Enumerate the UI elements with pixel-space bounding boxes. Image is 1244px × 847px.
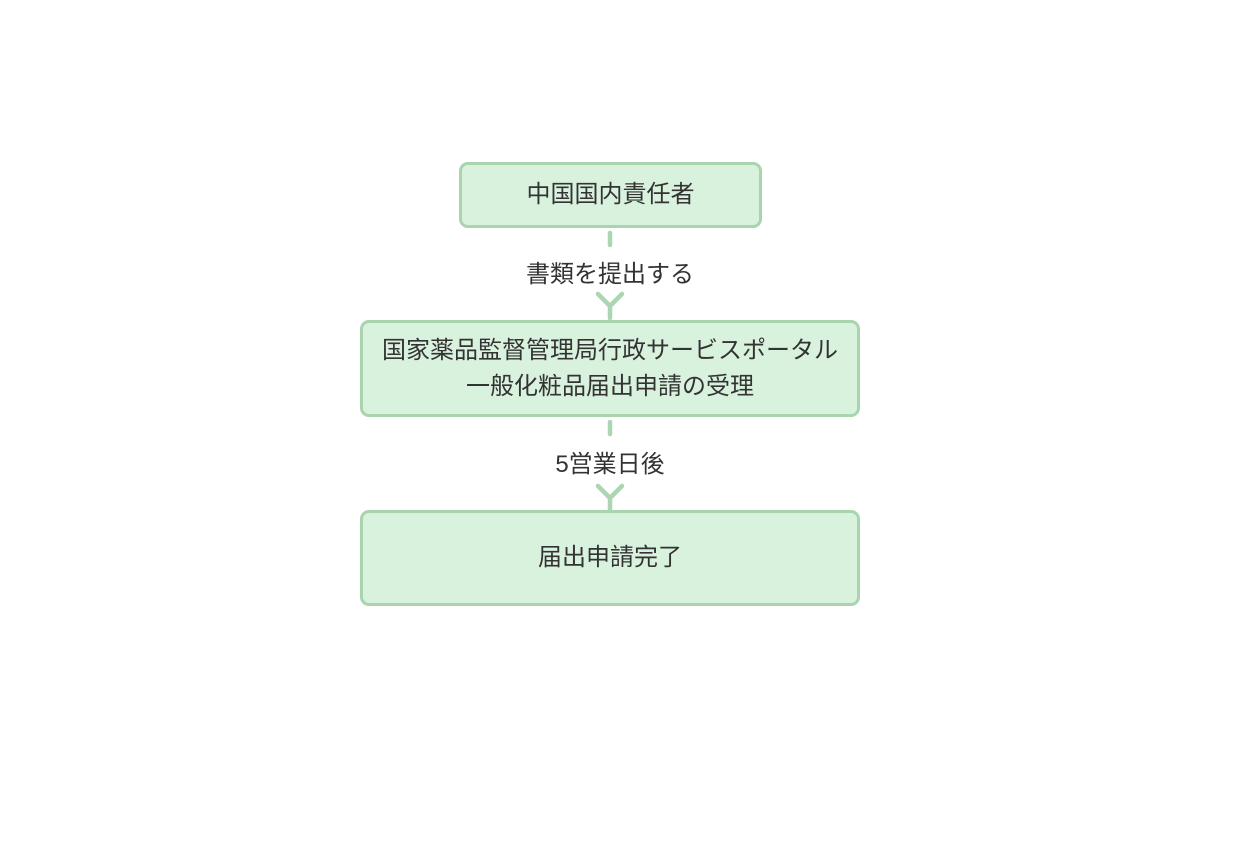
- edge-arrow-down-2: [595, 420, 625, 512]
- node-application-complete-label: 届出申請完了: [538, 544, 682, 571]
- node-responsible-person-label: 中国国内責任者: [526, 181, 695, 208]
- node-responsible-person: 中国国内責任者: [459, 162, 762, 228]
- node-nmpa-portal: 国家薬品監督管理局行政サービスポータル 一般化粧品届出申請の受理: [360, 320, 860, 417]
- edge-label-five-business-days: 5営業日後: [555, 451, 665, 478]
- node-nmpa-portal-label-line1: 国家薬品監督管理局行政サービスポータル: [382, 336, 838, 364]
- node-nmpa-portal-label-line2: 一般化粧品届出申請の受理: [466, 372, 754, 400]
- edge-label-submit-documents: 書類を提出する: [526, 261, 694, 288]
- node-application-complete: 届出申請完了: [360, 510, 860, 606]
- edge-arrow-down-1: [595, 230, 625, 321]
